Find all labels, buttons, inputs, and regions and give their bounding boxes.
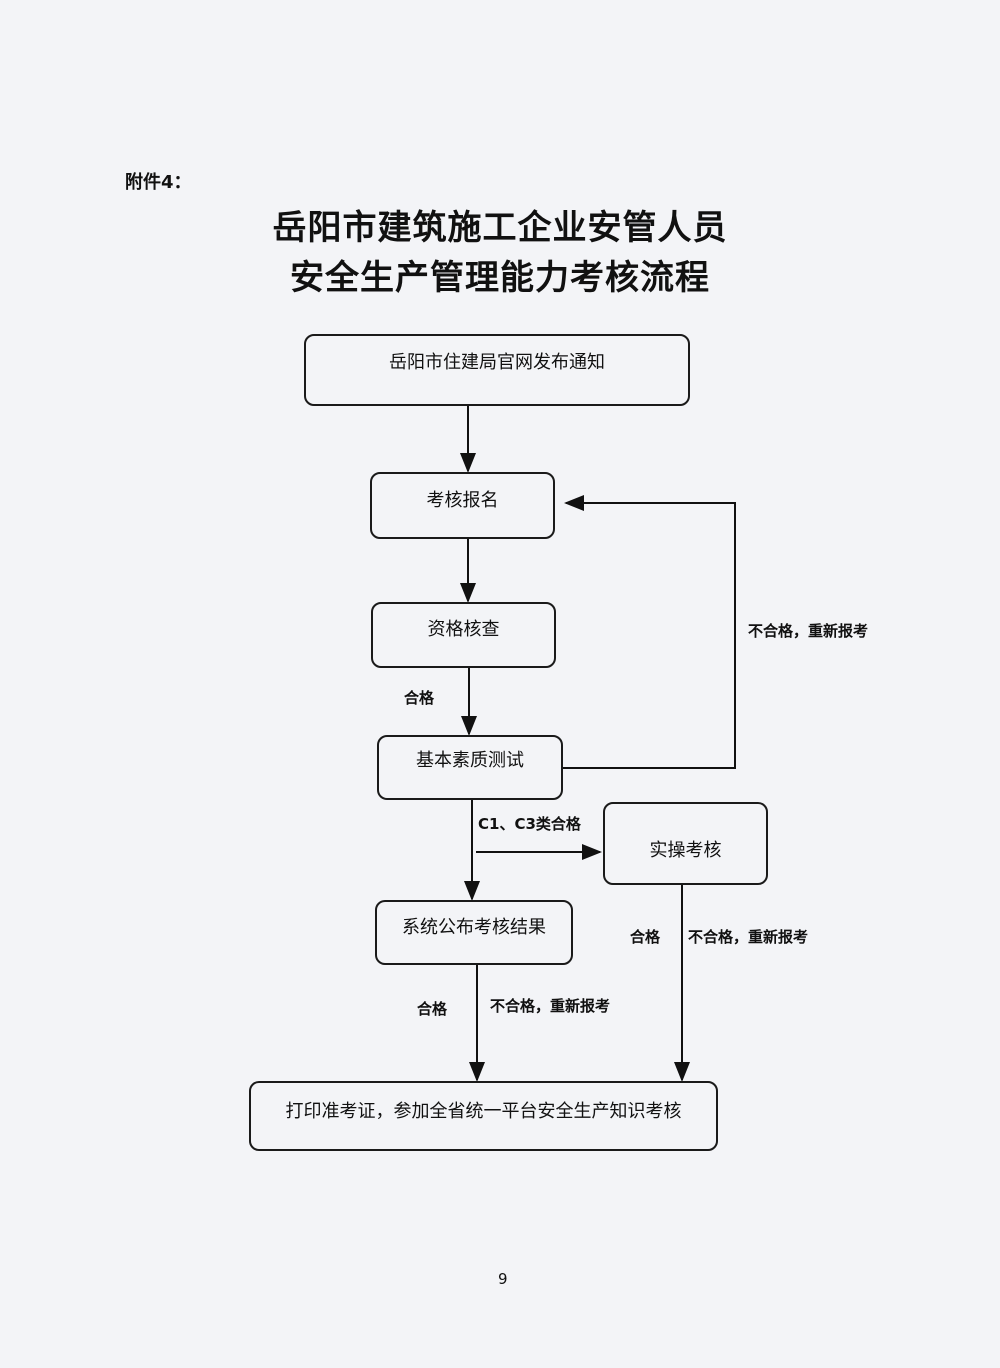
label-practical-pass: 合格	[630, 928, 661, 946]
title-line-2: 安全生产管理能力考核流程	[290, 258, 710, 298]
label-publish-fail: 不合格，重新报考	[490, 997, 611, 1015]
label-fail-retry-top: 不合格，重新报考	[748, 622, 869, 640]
node-basic-test: 基本素质测试	[377, 735, 563, 800]
node-final-label: 打印准考证，参加全省统一平台安全生产知识考核	[285, 1101, 682, 1122]
title-line-1: 岳阳市建筑施工企业安管人员	[272, 208, 728, 248]
attachment-label: 附件4：	[125, 172, 192, 193]
node-notice: 岳阳市住建局官网发布通知	[304, 334, 690, 406]
node-qualification: 资格核查	[371, 602, 556, 668]
node-qualification-label: 资格核查	[427, 619, 500, 640]
label-c1c3-pass: C1、C3类合格	[478, 815, 581, 833]
node-notice-label: 岳阳市住建局官网发布通知	[389, 352, 605, 373]
node-practical-label: 实操考核	[649, 840, 722, 861]
label-publish-pass: 合格	[417, 1000, 448, 1018]
node-basic-test-label: 基本素质测试	[416, 750, 524, 771]
node-practical: 实操考核	[603, 802, 768, 885]
node-publish-label: 系统公布考核结果	[402, 917, 546, 938]
label-practical-fail: 不合格，重新报考	[688, 928, 809, 946]
arrow-fail-retry	[563, 495, 736, 769]
node-final: 打印准考证，参加全省统一平台安全生产知识考核	[249, 1081, 718, 1151]
node-publish: 系统公布考核结果	[375, 900, 573, 965]
page-number: 9	[498, 1270, 508, 1288]
label-qual-pass: 合格	[404, 689, 435, 707]
node-register-label: 考核报名	[426, 490, 499, 511]
node-register: 考核报名	[370, 472, 555, 539]
